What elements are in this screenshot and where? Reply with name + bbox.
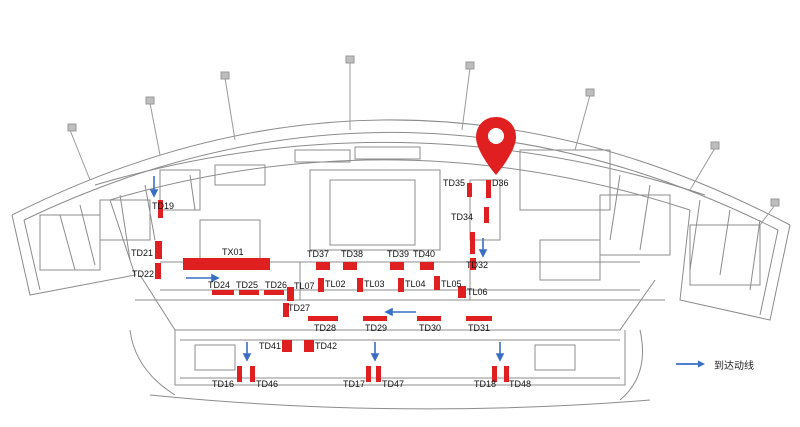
spot-td40 [420, 262, 434, 270]
label-td18: TD18 [474, 379, 496, 389]
spot-td30 [417, 316, 441, 321]
label-td31: TD31 [468, 323, 490, 333]
arrival-flow-arrows [149, 176, 505, 362]
label-td21: TD21 [131, 248, 153, 258]
spot-td36 [486, 180, 491, 198]
label-td34: TD34 [451, 212, 473, 222]
spot-labels: TD19 TD21 TD22 TX01 TD24 TD25 TD26 TL07 … [131, 178, 531, 389]
spot-td32b [470, 258, 476, 270]
label-td19: TD19 [152, 201, 174, 211]
label-td29: TD29 [365, 323, 387, 333]
label-td25: TD25 [236, 280, 258, 290]
spot-td34 [484, 207, 489, 223]
spot-td28 [308, 316, 338, 321]
spot-td21 [155, 241, 162, 259]
label-tl06: TL06 [467, 287, 488, 297]
spot-td46 [250, 366, 255, 382]
spot-tl05 [434, 276, 440, 290]
arrow-down-icon [149, 176, 159, 198]
spot-td39 [390, 262, 404, 270]
label-td42: TD42 [315, 341, 337, 351]
label-td48: TD48 [509, 379, 531, 389]
label-td26: TD26 [265, 280, 287, 290]
spot-td32a [470, 232, 475, 254]
spot-tl06 [458, 286, 466, 298]
spot-td29 [363, 316, 387, 321]
spot-tl07 [287, 287, 294, 301]
spot-td17 [366, 366, 371, 382]
label-tx01: TX01 [222, 247, 244, 257]
spot-td19 [158, 200, 163, 218]
label-td22: TD22 [132, 269, 154, 279]
label-td41: TD41 [259, 341, 281, 351]
ad-spots [155, 180, 509, 382]
label-tl03: TL03 [364, 279, 385, 289]
arrow-down-icon [242, 342, 252, 362]
spot-td48 [504, 366, 509, 382]
label-td16: TD16 [212, 379, 234, 389]
label-td47: TD47 [382, 379, 404, 389]
label-td40: TD40 [413, 249, 435, 259]
location-pin-icon [476, 117, 516, 175]
label-td37: TD37 [307, 249, 329, 259]
spot-td31 [466, 316, 492, 321]
label-td46: TD46 [256, 379, 278, 389]
spot-td25 [239, 290, 259, 295]
label-td36: D36 [492, 178, 509, 188]
spot-tx01 [183, 258, 270, 270]
label-td35: TD35 [443, 178, 465, 188]
spot-td38 [343, 262, 357, 270]
arrow-right-icon [676, 360, 705, 368]
legend-label: 到达动线 [714, 360, 754, 372]
arrow-right-icon [186, 273, 220, 283]
spot-td42 [304, 340, 314, 352]
spot-td22 [155, 263, 161, 279]
spot-td41 [282, 340, 292, 352]
spot-td16 [237, 366, 242, 382]
label-tl05: TL05 [441, 279, 462, 289]
spot-td18 [492, 366, 497, 382]
arrow-down-icon [370, 342, 380, 362]
arrow-down-icon [478, 238, 488, 258]
spot-td47 [376, 366, 381, 382]
arrow-left-icon [384, 307, 416, 317]
label-td32: TD32 [466, 260, 488, 270]
spot-td37 [316, 262, 330, 270]
spot-td24 [212, 290, 234, 295]
spot-tl03 [357, 278, 363, 292]
label-tl02: TL02 [325, 279, 346, 289]
spot-td26 [264, 290, 284, 295]
label-td27: TD27 [288, 303, 310, 313]
label-td38: TD38 [341, 249, 363, 259]
spot-td27 [283, 303, 289, 317]
label-td28: TD28 [314, 323, 336, 333]
spot-td35 [467, 183, 472, 197]
building-outline [11, 119, 791, 410]
spot-tl04 [398, 278, 404, 292]
label-tl07: TL07 [294, 281, 315, 291]
label-td30: TD30 [419, 323, 441, 333]
label-tl04: TL04 [405, 279, 426, 289]
label-td39: TD39 [387, 249, 409, 259]
arrow-down-icon [495, 342, 505, 362]
light-poles [67, 55, 780, 226]
spot-tl02 [318, 278, 324, 292]
label-td17: TD17 [343, 379, 365, 389]
map-legend: 到达动线 [676, 357, 754, 372]
label-td24: TD24 [208, 280, 230, 290]
